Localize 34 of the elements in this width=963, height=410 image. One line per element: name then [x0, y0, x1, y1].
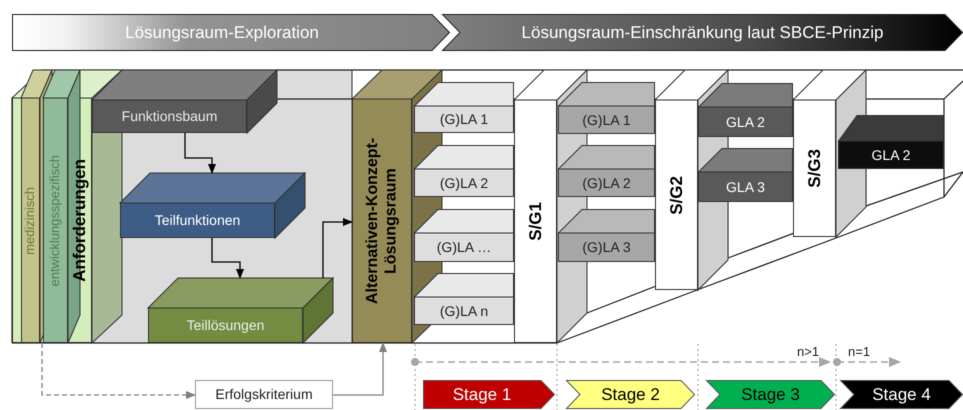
stage-label: Stage 1: [452, 384, 512, 404]
panel-title: Anforderungen: [70, 159, 90, 282]
stage-label: Stage 4: [872, 384, 931, 404]
flow-arrow: [184, 133, 216, 174]
phase-label: Lösungsraum-Exploration: [125, 22, 319, 42]
block-label: GLA 2: [726, 114, 765, 130]
range-label: n=1: [848, 344, 870, 359]
block-label: (G)LA …: [436, 239, 492, 256]
block-label: (G)LA 2: [440, 174, 488, 192]
flow-arrow: [41, 343, 196, 399]
range-label: n>1: [797, 344, 820, 359]
gate-label: S/G1: [526, 202, 546, 241]
block-label: GLA 2: [872, 146, 910, 164]
block-label: (G)LA n: [440, 302, 488, 320]
block-label: Teilfunktionen: [154, 212, 240, 229]
block-label: medizinisch: [23, 186, 38, 254]
flow-arrow: [333, 342, 387, 396]
flow-arrow: [211, 238, 244, 279]
phase-label: Lösungsraum-Einschränkung laut SBCE-Prinzip: [522, 22, 884, 42]
stage-label: Stage 3: [741, 384, 800, 404]
block-label: Teillösungen: [186, 317, 264, 334]
box-label: Erfolgskriterium: [215, 386, 313, 403]
block-label: (G)LA 1: [582, 112, 631, 128]
block-label: (G)LA 2: [582, 174, 631, 192]
block-label: (G)LA 3: [582, 239, 631, 256]
gate-label: S/G2: [666, 176, 686, 214]
block-label: GLA 3: [726, 178, 765, 196]
stage-label: Stage 2: [601, 384, 660, 404]
flow-arrow: [322, 218, 353, 278]
block-label: Funktionsbaum: [122, 108, 218, 125]
gate-label: S/G3: [804, 149, 824, 188]
block-label: (G)LA 1: [440, 111, 488, 128]
block-title: Alternativen-Konzept- Lösungsraum: [364, 136, 400, 306]
block-label: entwicklungsspezifisch: [48, 154, 63, 286]
